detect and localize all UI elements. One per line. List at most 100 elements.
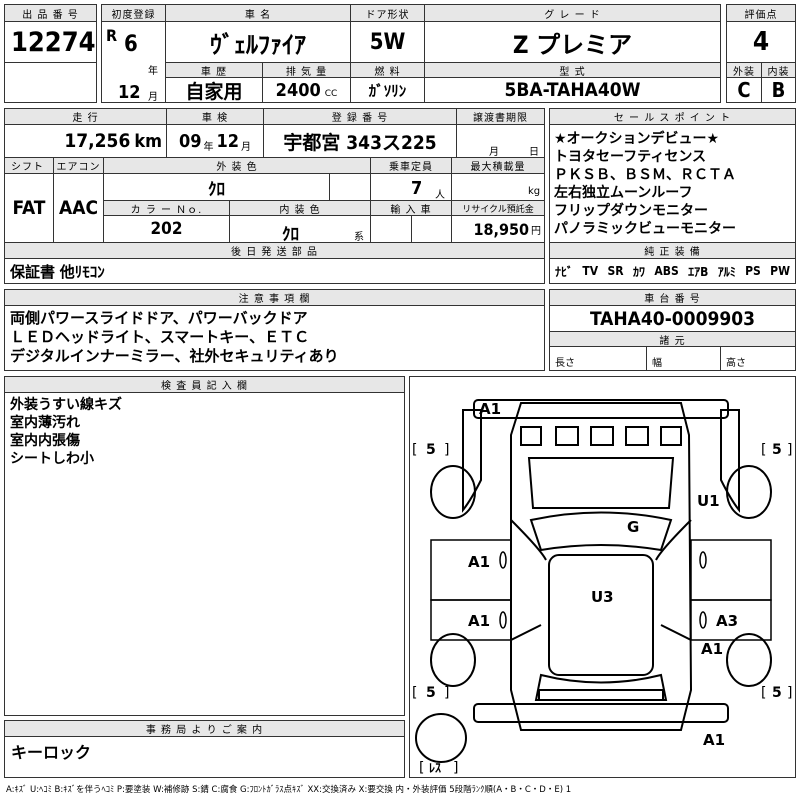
shift: FAT [4, 173, 54, 243]
svg-text:]: ] [787, 685, 792, 701]
sales-item: パノラミックビューモニター [554, 221, 736, 237]
car-name: ｳﾞｪﾙﾌｧｲｱ [165, 21, 351, 63]
import-box-b [411, 215, 452, 243]
era-letter: R [106, 26, 118, 45]
spec-length-label: 長さ [555, 358, 575, 369]
office-text: キーロック [4, 736, 405, 778]
tire-label-fr: 5 [772, 442, 782, 458]
later-parts: 保証書 他ﾘﾓｺﾝ [4, 258, 545, 284]
tire-rl [430, 633, 476, 687]
svg-text:[: [ [761, 685, 766, 701]
score-label: 評価点 [726, 4, 796, 22]
inspector-label: 検 査 員 記 入 欄 [4, 376, 405, 393]
ext-score: C [726, 77, 762, 103]
cc-unit: CC [324, 89, 338, 99]
rear-bumper [473, 703, 729, 723]
equip-item: ｴｱB [688, 264, 709, 279]
mileage: 17,256 [64, 130, 131, 152]
note-line: デジタルインナーミラー、社外セキュリティあり [10, 347, 339, 365]
sales-item: 左右独立ムーンルーフ [554, 185, 693, 201]
car-diagram-svg: A1 U1 G A1 A1 U3 A3 A1 A1 [5] [5] [5] [5… [412, 399, 792, 776]
tire-label-fl: 5 [426, 442, 436, 458]
windshield [529, 511, 673, 552]
sales-item: ★オークションデビュー★ [554, 131, 720, 147]
left-fender [462, 409, 482, 513]
capacity: 7 [411, 178, 423, 199]
notes: 両側パワースライドドア、パワーバックドア ＬＥＤヘッドライト、スマートキー、ＥＴ… [4, 305, 545, 371]
door-label: ドア形状 [350, 4, 425, 22]
ext-label: 外装 [726, 62, 762, 78]
roof [548, 554, 654, 676]
ext-color-extra [329, 173, 371, 201]
grille-slot [555, 426, 579, 446]
inspector-line: 室内薄汚れ [10, 415, 80, 431]
displacement: 2400 [275, 79, 321, 101]
grille-slot [660, 426, 682, 446]
reg-year: 6 [124, 32, 138, 57]
tire-rr [726, 633, 772, 687]
aircon-label: エアコン [53, 157, 104, 174]
grille-slot [590, 426, 614, 446]
history: 自家用 [165, 77, 263, 103]
right-front-door [690, 539, 772, 601]
fuel-label: 燃 料 [350, 62, 425, 78]
inspect-month-unit: 月 [241, 141, 252, 153]
svg-text:]: ] [444, 685, 449, 701]
grille-slot [625, 426, 649, 446]
a-pillar-left [510, 519, 547, 561]
lot-empty [4, 62, 97, 103]
right-rear-door [690, 599, 772, 641]
inspect-year-unit: 年 [203, 141, 214, 153]
sales-item: ＰＫＳＢ、ＢＳＭ、ＲＣＴＡ [554, 167, 736, 183]
int-label: 内装 [761, 62, 796, 78]
svg-text:[: [ [761, 442, 766, 458]
tire-label-rr: 5 [772, 685, 782, 701]
import-label: 輸 入 車 [370, 200, 452, 216]
int-color-box: ｸﾛ 系 [229, 215, 371, 245]
tire-spare [415, 713, 467, 763]
spec-length: 長さ [549, 346, 647, 371]
mileage-unit: km [134, 130, 162, 152]
grille-slot [520, 426, 542, 446]
capacity-box: 7 人 [370, 173, 452, 201]
int-color-label: 内 装 色 [229, 200, 371, 216]
equip-item: ｶﾜ [632, 264, 645, 279]
door-type: 5W [350, 21, 425, 63]
int-color: ｸﾛ [282, 225, 299, 245]
body-outline [510, 402, 693, 731]
equip-item: TV [582, 264, 599, 278]
tire-label-rl: 5 [426, 685, 436, 701]
reg-year-unit: 年 [148, 66, 158, 77]
plate-label: 登 録 番 号 [263, 108, 457, 125]
fuel: ｶﾞｿﾘﾝ [350, 77, 425, 103]
reg-label: 初度登録 [101, 4, 166, 22]
ext-color: ｸﾛ [103, 173, 330, 201]
mark: A1 [479, 400, 501, 418]
reg-month: 12 [118, 82, 141, 103]
grade-label: グ レ ー ド [424, 4, 721, 22]
mark: A1 [468, 553, 490, 571]
sales-label: セ ー ル ス ポ イ ン ト [549, 108, 796, 125]
equipment-label: 純 正 装 備 [549, 242, 796, 259]
equip-item: ﾅﾋﾞ [555, 264, 574, 279]
tire-fl [430, 465, 476, 519]
c-pillar-right [660, 624, 692, 641]
left-rear-door [430, 599, 512, 641]
svg-text:[: [ [412, 442, 417, 458]
mark: A1 [468, 612, 490, 630]
mark: A3 [716, 612, 738, 630]
ext-color-label: 外 装 色 [103, 157, 371, 174]
color-no-label: カ ラ ー Ｎｏ. [103, 200, 230, 216]
mark: U1 [697, 492, 720, 510]
note-line: 両側パワースライドドア、パワーバックドア [10, 309, 308, 327]
notes-label: 注 意 事 項 欄 [4, 289, 545, 306]
transfer-day: 日 [529, 147, 539, 158]
load-unit: kg [528, 186, 541, 197]
right-fender [720, 409, 740, 513]
recycle-unit: 円 [531, 225, 541, 237]
transfer-label: 譲渡書期限 [456, 108, 545, 125]
shift-label: シフト [4, 157, 54, 174]
mark: A1 [703, 731, 725, 749]
equip-item: ABS [654, 264, 679, 278]
name-label: 車 名 [165, 4, 351, 22]
